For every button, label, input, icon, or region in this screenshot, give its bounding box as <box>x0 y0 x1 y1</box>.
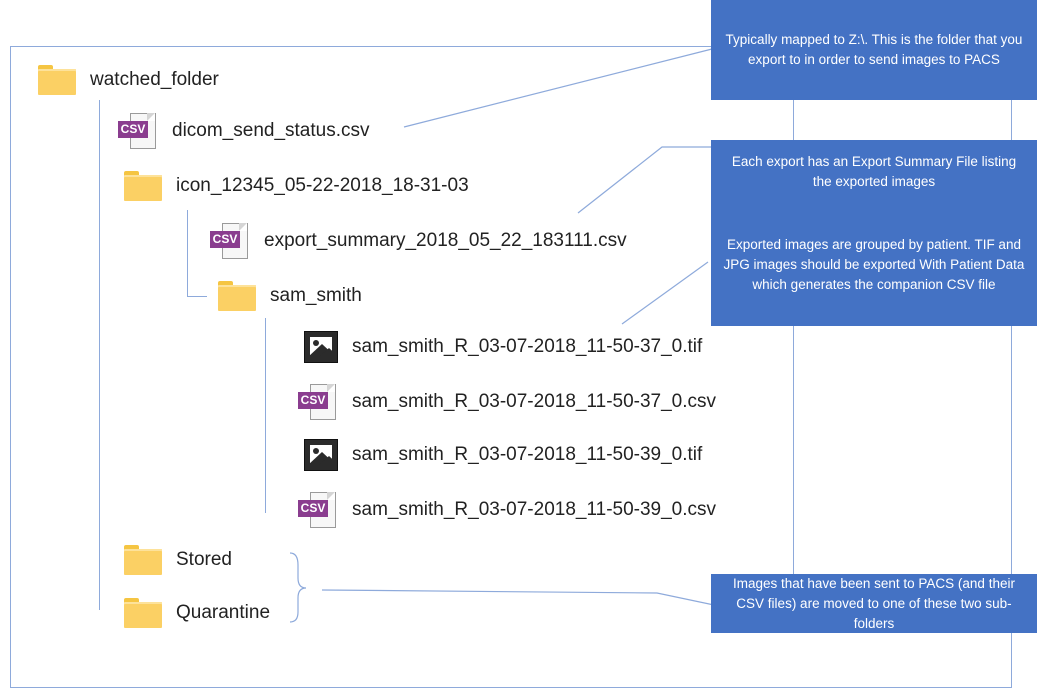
tree-item-label: sam_smith <box>270 285 362 306</box>
csv-file-icon: CSV <box>298 492 338 528</box>
callout-spine <box>793 100 794 580</box>
image-file-icon <box>304 439 338 471</box>
tree-item-label: Quarantine <box>176 602 271 623</box>
connector-export-summary <box>577 146 712 214</box>
folder-icon <box>38 65 76 95</box>
tree-guide-export <box>187 210 188 296</box>
tree-item-label: export_summary_2018_05_22_183111.csv <box>264 230 627 251</box>
tree-item-label: sam_smith_R_03-07-2018_11-50-37_0.csv <box>352 391 717 412</box>
tree-item-label: dicom_send_status.csv <box>172 120 370 141</box>
callout-watched-folder: Typically mapped to Z:\. This is the fol… <box>711 0 1037 100</box>
callout-stored-quarantine: Images that have been sent to PACS (and … <box>711 574 1037 633</box>
folder-icon <box>218 281 256 311</box>
tree-item-patient-file-2[interactable]: CSV sam_smith_R_03-07-2018_11-50-37_0.cs… <box>298 382 716 422</box>
tree-item-patient-file-1[interactable]: sam_smith_R_03-07-2018_11-50-37_0.tif <box>304 327 702 367</box>
stored-quarantine-brace <box>289 552 307 623</box>
folder-icon <box>124 545 162 575</box>
csv-file-icon: CSV <box>210 223 250 259</box>
csv-file-icon: CSV <box>298 384 338 420</box>
image-file-icon <box>304 331 338 363</box>
callout-export-summary: Each export has an Export Summary File l… <box>711 140 1037 204</box>
connector-patient-files <box>621 261 709 325</box>
tree-item-label: sam_smith_R_03-07-2018_11-50-37_0.tif <box>352 336 703 357</box>
tree-item-dicom-send-status[interactable]: CSV dicom_send_status.csv <box>118 111 370 151</box>
tree-item-stored-folder[interactable]: Stored <box>124 540 232 580</box>
tree-guide-patient <box>265 318 266 513</box>
tree-item-quarantine-folder[interactable]: Quarantine <box>124 593 270 633</box>
tree-guide-export-h <box>187 296 207 297</box>
tree-item-export-folder[interactable]: icon_12345_05-22-2018_18-31-03 <box>124 166 469 206</box>
tree-item-patient-file-3[interactable]: sam_smith_R_03-07-2018_11-50-39_0.tif <box>304 435 702 475</box>
callout-connectors <box>289 48 715 623</box>
folder-icon <box>124 598 162 628</box>
connector-stored-quarantine <box>321 589 715 606</box>
tree-item-label: sam_smith_R_03-07-2018_11-50-39_0.csv <box>352 499 717 520</box>
tree-item-watched-folder[interactable]: watched_folder <box>38 60 219 100</box>
tree-item-export-summary[interactable]: CSV export_summary_2018_05_22_183111.csv <box>210 221 627 261</box>
tree-item-label: Stored <box>176 549 232 570</box>
tree-item-label: icon_12345_05-22-2018_18-31-03 <box>176 175 469 196</box>
folder-icon <box>124 171 162 201</box>
tree-item-label: sam_smith_R_03-07-2018_11-50-39_0.tif <box>352 444 703 465</box>
tree-item-patient-folder[interactable]: sam_smith <box>218 276 362 316</box>
tree-item-patient-file-4[interactable]: CSV sam_smith_R_03-07-2018_11-50-39_0.cs… <box>298 490 716 530</box>
csv-file-icon: CSV <box>118 113 158 149</box>
connector-status-file <box>403 48 713 128</box>
tree-guide-root <box>99 100 100 610</box>
tree-item-label: watched_folder <box>90 69 219 90</box>
callout-patient-grouping: Exported images are grouped by patient. … <box>711 204 1037 326</box>
